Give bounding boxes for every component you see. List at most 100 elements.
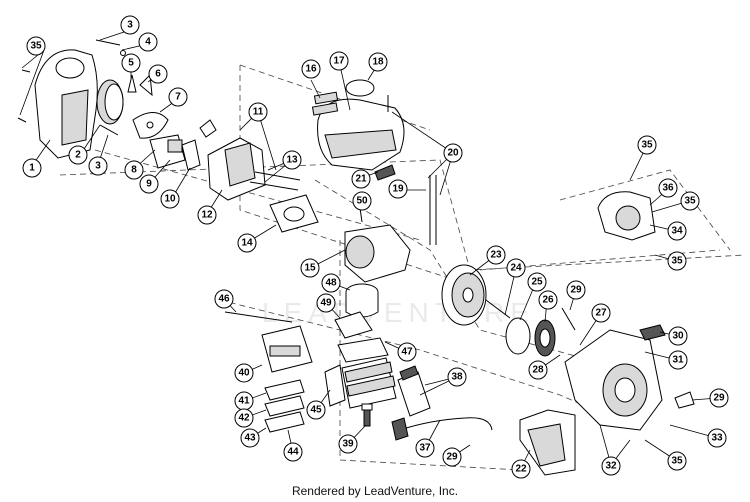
svg-text:9: 9: [146, 179, 152, 190]
svg-text:11: 11: [253, 107, 264, 118]
svg-text:17: 17: [333, 56, 345, 67]
svg-text:4: 4: [145, 37, 151, 48]
svg-text:26: 26: [542, 295, 554, 306]
svg-text:7: 7: [175, 92, 181, 103]
svg-text:20: 20: [447, 148, 459, 159]
svg-text:3: 3: [127, 20, 133, 31]
carburetor: [149, 134, 201, 171]
svg-text:6: 6: [155, 69, 161, 80]
footer-credit: Rendered by LeadVenture, Inc.: [291, 484, 459, 498]
callout-29c: 29: [442, 447, 462, 467]
callout-3: 3: [120, 15, 140, 35]
svg-text:49: 49: [320, 298, 332, 309]
callout-43: 43: [240, 428, 260, 448]
svg-text:13: 13: [286, 155, 298, 166]
svg-text:42: 42: [238, 413, 250, 424]
clutch-parts: [505, 307, 576, 357]
callout-25: 25: [527, 272, 547, 292]
svg-text:35: 35: [684, 196, 696, 207]
svg-text:33: 33: [711, 433, 723, 444]
starter-housing: [564, 324, 695, 431]
cylinder: [324, 337, 397, 409]
screws-top-left: [17, 39, 126, 136]
svg-text:46: 46: [218, 294, 230, 305]
callout-35e: 35: [667, 451, 687, 471]
callout-4: 4: [138, 32, 158, 52]
callout-36: 36: [658, 178, 678, 198]
svg-text:23: 23: [490, 250, 502, 261]
watermark: LEADVENTURE: [262, 297, 535, 328]
flywheel: [441, 264, 511, 326]
svg-text:29: 29: [570, 285, 582, 296]
svg-text:36: 36: [662, 183, 674, 194]
svg-text:25: 25: [531, 277, 543, 288]
svg-text:27: 27: [595, 308, 607, 319]
callout-47: 47: [397, 342, 417, 362]
bolts-13: [249, 171, 301, 191]
svg-text:39: 39: [342, 439, 354, 450]
callout-23: 23: [486, 245, 506, 265]
svg-text:38: 38: [451, 372, 463, 383]
svg-text:32: 32: [605, 461, 617, 472]
svg-text:48: 48: [325, 278, 337, 289]
svg-text:1: 1: [29, 163, 35, 174]
muffler-cover: [34, 49, 98, 159]
callout-16: 16: [301, 59, 321, 79]
callout-34: 34: [667, 221, 687, 241]
spark-arrestor-parts: [127, 73, 169, 139]
svg-text:41: 41: [238, 396, 250, 407]
spark-plug: [361, 403, 373, 427]
svg-text:30: 30: [672, 331, 684, 342]
svg-text:10: 10: [164, 194, 176, 205]
callout-10: 10: [160, 189, 180, 209]
callout-40: 40: [234, 363, 254, 383]
callout-30: 30: [668, 326, 688, 346]
svg-text:16: 16: [305, 64, 317, 75]
callout-28: 28: [528, 360, 548, 380]
piston-assembly: [334, 283, 379, 339]
svg-text:12: 12: [201, 210, 213, 221]
callout-9: 9: [139, 174, 159, 194]
callout-37: 37: [415, 438, 435, 458]
svg-text:21: 21: [355, 174, 367, 185]
callout-41: 41: [234, 391, 254, 411]
callout-18: 18: [368, 52, 388, 72]
callout-29b: 29: [709, 388, 729, 408]
callout-2: 2: [68, 145, 88, 165]
svg-text:5: 5: [128, 58, 134, 69]
callout-49: 49: [316, 293, 336, 313]
svg-text:35: 35: [641, 140, 653, 151]
svg-text:22: 22: [515, 464, 527, 475]
svg-text:50: 50: [356, 196, 368, 207]
fuel-tank: [311, 79, 405, 181]
svg-text:37: 37: [419, 443, 431, 454]
callout-39: 39: [338, 434, 358, 454]
svg-text:35: 35: [671, 456, 683, 467]
callout-35d: 35: [667, 251, 687, 271]
shroud-right: [597, 191, 656, 241]
svg-text:29: 29: [713, 393, 725, 404]
callout-24: 24: [506, 258, 526, 278]
callout-35b: 35: [637, 135, 657, 155]
callout-13: 13: [282, 150, 302, 170]
callout-35c: 35: [680, 191, 700, 211]
callout-17: 17: [329, 51, 349, 71]
callout-6: 6: [148, 64, 168, 84]
svg-text:18: 18: [372, 57, 384, 68]
svg-text:45: 45: [310, 405, 322, 416]
callout-15: 15: [300, 258, 320, 278]
engine-cover-bottom: [519, 409, 576, 476]
callout-7: 7: [168, 87, 188, 107]
callout-labels: 35 3 4 5 6 7 1 2 3 8 9 10 11 12 13 14 16…: [22, 15, 729, 479]
callout-50: 50: [352, 191, 372, 211]
ignition-coil: [391, 365, 493, 441]
svg-text:35: 35: [30, 41, 42, 52]
callout-48: 48: [321, 273, 341, 293]
svg-text:34: 34: [671, 226, 683, 237]
callout-26: 26: [538, 290, 558, 310]
callout-35: 35: [26, 36, 46, 56]
callout-19: 19: [388, 179, 408, 199]
svg-text:28: 28: [532, 365, 544, 376]
callout-1: 1: [22, 158, 42, 178]
